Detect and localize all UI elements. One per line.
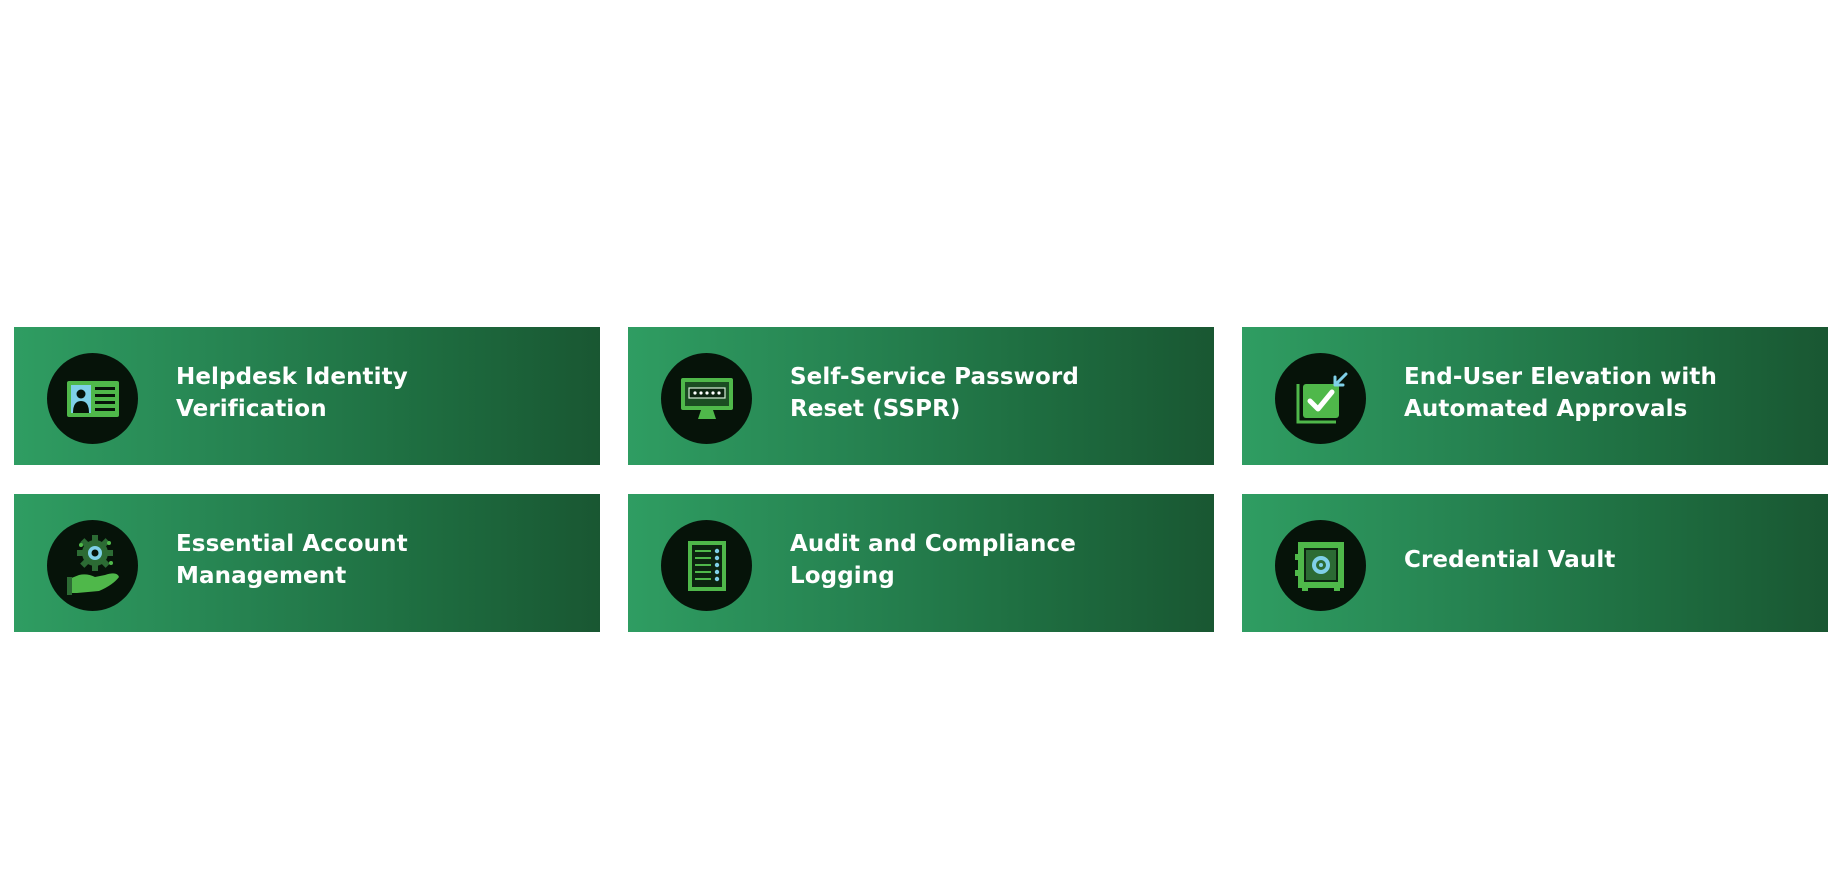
feature-title: Essential Account Management bbox=[176, 531, 408, 589]
icon-badge bbox=[47, 520, 138, 611]
feature-card-audit-compliance-logging: Audit and Compliance Logging bbox=[628, 494, 1214, 632]
log-document-icon bbox=[687, 540, 726, 591]
gear-hand-icon bbox=[66, 534, 119, 595]
vault-safe-icon bbox=[1294, 541, 1344, 591]
feature-card-helpdesk-identity-verification: Helpdesk Identity Verification bbox=[14, 327, 600, 465]
feature-grid: Helpdesk Identity Verification Self-Serv… bbox=[14, 327, 1828, 632]
feature-card-essential-account-management: Essential Account Management bbox=[14, 494, 600, 632]
feature-title: Helpdesk Identity Verification bbox=[176, 364, 408, 422]
icon-badge bbox=[661, 520, 752, 611]
password-monitor-icon bbox=[680, 377, 733, 419]
feature-card-end-user-elevation: End-User Elevation with Automated Approv… bbox=[1242, 327, 1828, 465]
feature-title: End-User Elevation with Automated Approv… bbox=[1404, 364, 1717, 422]
id-card-icon bbox=[66, 380, 119, 417]
icon-badge bbox=[47, 353, 138, 444]
feature-card-credential-vault: Credential Vault bbox=[1242, 494, 1828, 632]
feature-title: Self-Service Password Reset (SSPR) bbox=[790, 364, 1079, 422]
approval-checkbox-icon bbox=[1296, 372, 1347, 423]
feature-title: Audit and Compliance Logging bbox=[790, 531, 1076, 589]
feature-card-sspr: Self-Service Password Reset (SSPR) bbox=[628, 327, 1214, 465]
icon-badge bbox=[1275, 520, 1366, 611]
icon-badge bbox=[1275, 353, 1366, 444]
icon-badge bbox=[661, 353, 752, 444]
feature-title: Credential Vault bbox=[1404, 547, 1616, 573]
